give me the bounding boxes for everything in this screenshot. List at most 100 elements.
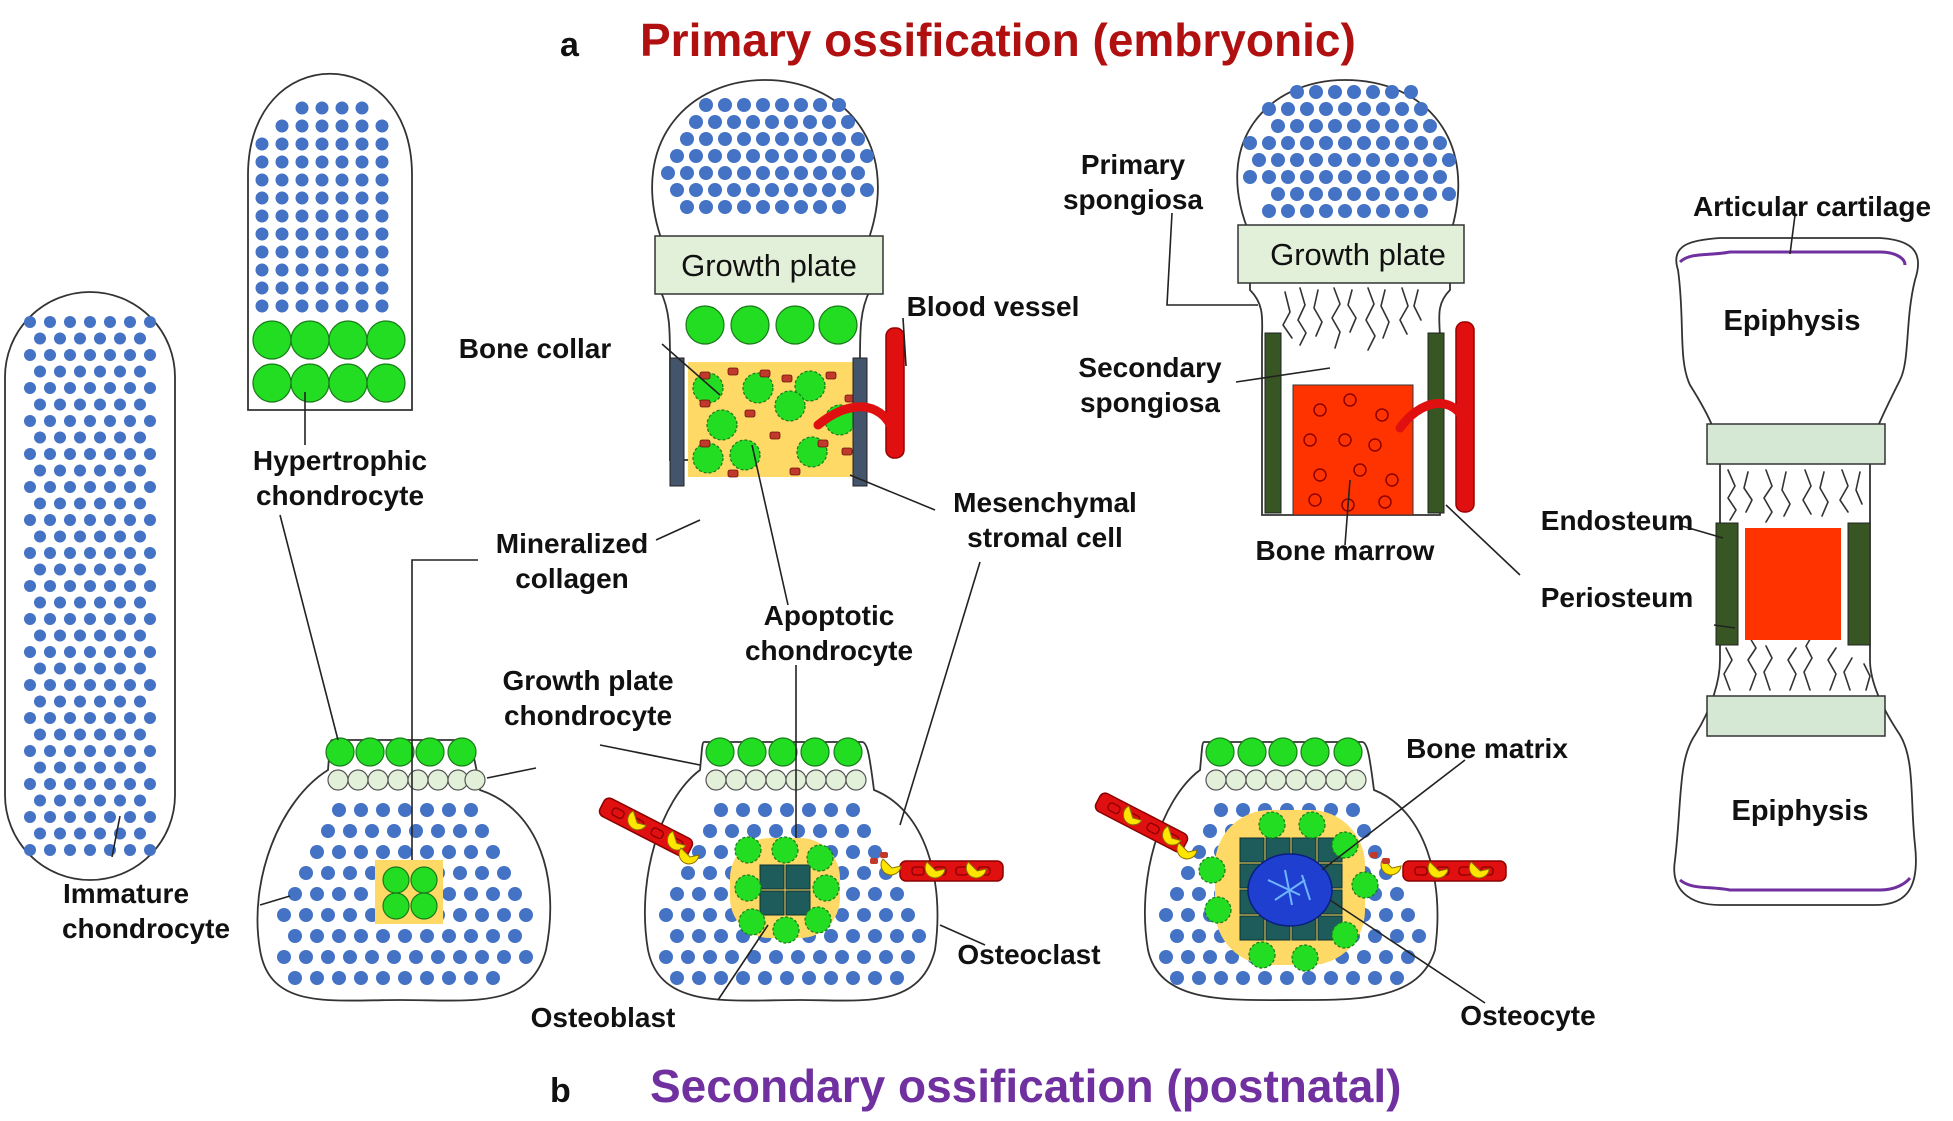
immature-chondrocyte [1404, 119, 1418, 133]
immature-chondrocyte [1309, 187, 1323, 201]
immature-chondrocyte [860, 183, 874, 197]
immature-chondrocyte [84, 316, 96, 328]
immature-chondrocyte [144, 514, 156, 526]
immature-chondrocyte [295, 119, 309, 133]
immature-chondrocyte [24, 415, 36, 427]
hypertrophic-chondrocyte [772, 916, 800, 944]
periosteum-left-stage4 [1264, 332, 1282, 514]
immature-chondrocyte [746, 183, 760, 197]
immature-chondrocyte [335, 245, 349, 259]
immature-chondrocyte [398, 845, 412, 859]
chondrocyte-cluster [661, 98, 874, 214]
immature-chondrocyte [681, 908, 695, 922]
immature-chondrocyte [1281, 204, 1295, 218]
immature-chondrocyte [295, 191, 309, 205]
immature-chondrocyte [295, 281, 309, 295]
label-osteocyte: Osteocyte [1460, 1000, 1595, 1031]
blood-vessel [899, 860, 1004, 882]
immature-chondrocyte [44, 382, 56, 394]
immature-chondrocyte [803, 115, 817, 129]
immature-chondrocyte [1390, 971, 1404, 985]
immature-chondrocyte [375, 137, 389, 151]
immature-chondrocyte [1170, 887, 1184, 901]
immature-chondrocyte [1357, 136, 1371, 150]
immature-chondrocyte [1385, 187, 1399, 201]
immature-chondrocyte [24, 646, 36, 658]
immature-chondrocyte [275, 263, 289, 277]
immature-chondrocyte [354, 887, 368, 901]
hypertrophic-chondrocyte [382, 892, 410, 920]
hypertrophic-chondrocyte [290, 363, 330, 403]
immature-chondrocyte [124, 646, 136, 658]
immature-chondrocyte [134, 497, 146, 510]
immature-chondrocyte [365, 824, 379, 838]
immature-chondrocyte [1414, 170, 1428, 184]
labels: Blood vessel Bone collar Hypertrophic ch… [62, 149, 1931, 1033]
immature-chondrocyte [841, 115, 855, 129]
hypertrophic-chondrocyte [1351, 871, 1379, 899]
immature-chondrocyte [376, 803, 390, 817]
immature-chondrocyte [846, 845, 860, 859]
immature-chondrocyte [355, 119, 369, 133]
immature-chondrocyte [1404, 85, 1418, 99]
immature-chondrocyte [44, 712, 56, 724]
immature-chondrocyte [34, 365, 46, 378]
immature-chondrocyte [44, 514, 56, 526]
hypertrophic-chondrocyte [1333, 737, 1363, 767]
label-epiphysis-top: Epiphysis [1724, 305, 1861, 337]
immature-chondrocyte [124, 481, 136, 493]
immature-chondrocyte [464, 803, 478, 817]
label-primary-spongiosa-2: spongiosa [1063, 184, 1203, 215]
immature-chondrocyte [34, 695, 46, 708]
immature-chondrocyte [24, 844, 36, 856]
label-bone-collar: Bone collar [459, 333, 612, 364]
immature-chondrocyte [1414, 204, 1428, 218]
immature-chondrocyte [659, 908, 673, 922]
immature-chondrocyte [144, 745, 156, 757]
immature-chondrocyte [134, 794, 146, 807]
immature-chondrocyte [295, 155, 309, 169]
immature-chondrocyte [791, 824, 805, 838]
immature-chondrocyte [1412, 929, 1426, 943]
immature-chondrocyte [64, 382, 76, 394]
immature-chondrocyte [34, 497, 46, 510]
immature-chondrocyte [84, 448, 96, 460]
immature-chondrocyte [64, 448, 76, 460]
blood-vessel [1094, 792, 1189, 853]
immature-chondrocyte [315, 101, 329, 115]
hypertrophic-chondrocyte [685, 305, 725, 345]
immature-chondrocyte [464, 929, 478, 943]
immature-chondrocyte [727, 149, 741, 163]
immature-chondrocyte [1170, 929, 1184, 943]
osteoclast [1176, 842, 1198, 860]
immature-chondrocyte [64, 778, 76, 790]
immature-chondrocyte [144, 481, 156, 493]
immature-chondrocyte [1338, 136, 1352, 150]
immature-chondrocyte [736, 803, 750, 817]
immature-chondrocyte [699, 166, 713, 180]
immature-chondrocyte [275, 299, 289, 313]
immature-chondrocyte [34, 431, 46, 444]
immature-chondrocyte [775, 98, 789, 112]
label-immature-2: chondrocyte [62, 913, 230, 944]
immature-chondrocyte [912, 929, 926, 943]
immature-chondrocyte [321, 824, 335, 838]
growth-plate-chondrocyte [1205, 769, 1227, 791]
collagen-fleck [699, 371, 711, 380]
immature-chondrocyte [376, 845, 390, 859]
label-apoptotic-2: chondrocyte [745, 635, 913, 666]
immature-chondrocyte [670, 887, 684, 901]
immature-chondrocyte [355, 173, 369, 187]
red-blood-cell [1146, 822, 1160, 835]
immature-chondrocyte [44, 481, 56, 493]
immature-chondrocyte [74, 332, 86, 345]
blood-vessel [598, 797, 694, 858]
immature-chondrocyte [747, 824, 761, 838]
immature-chondrocyte [1225, 950, 1239, 964]
immature-chondrocyte [1271, 153, 1285, 167]
hypertrophic-chondrocyte [1198, 856, 1226, 884]
immature-chondrocyte [708, 149, 722, 163]
collagen-fleck [825, 371, 837, 380]
mineralized-core-cells [692, 367, 856, 478]
immature-chondrocyte [94, 431, 106, 444]
